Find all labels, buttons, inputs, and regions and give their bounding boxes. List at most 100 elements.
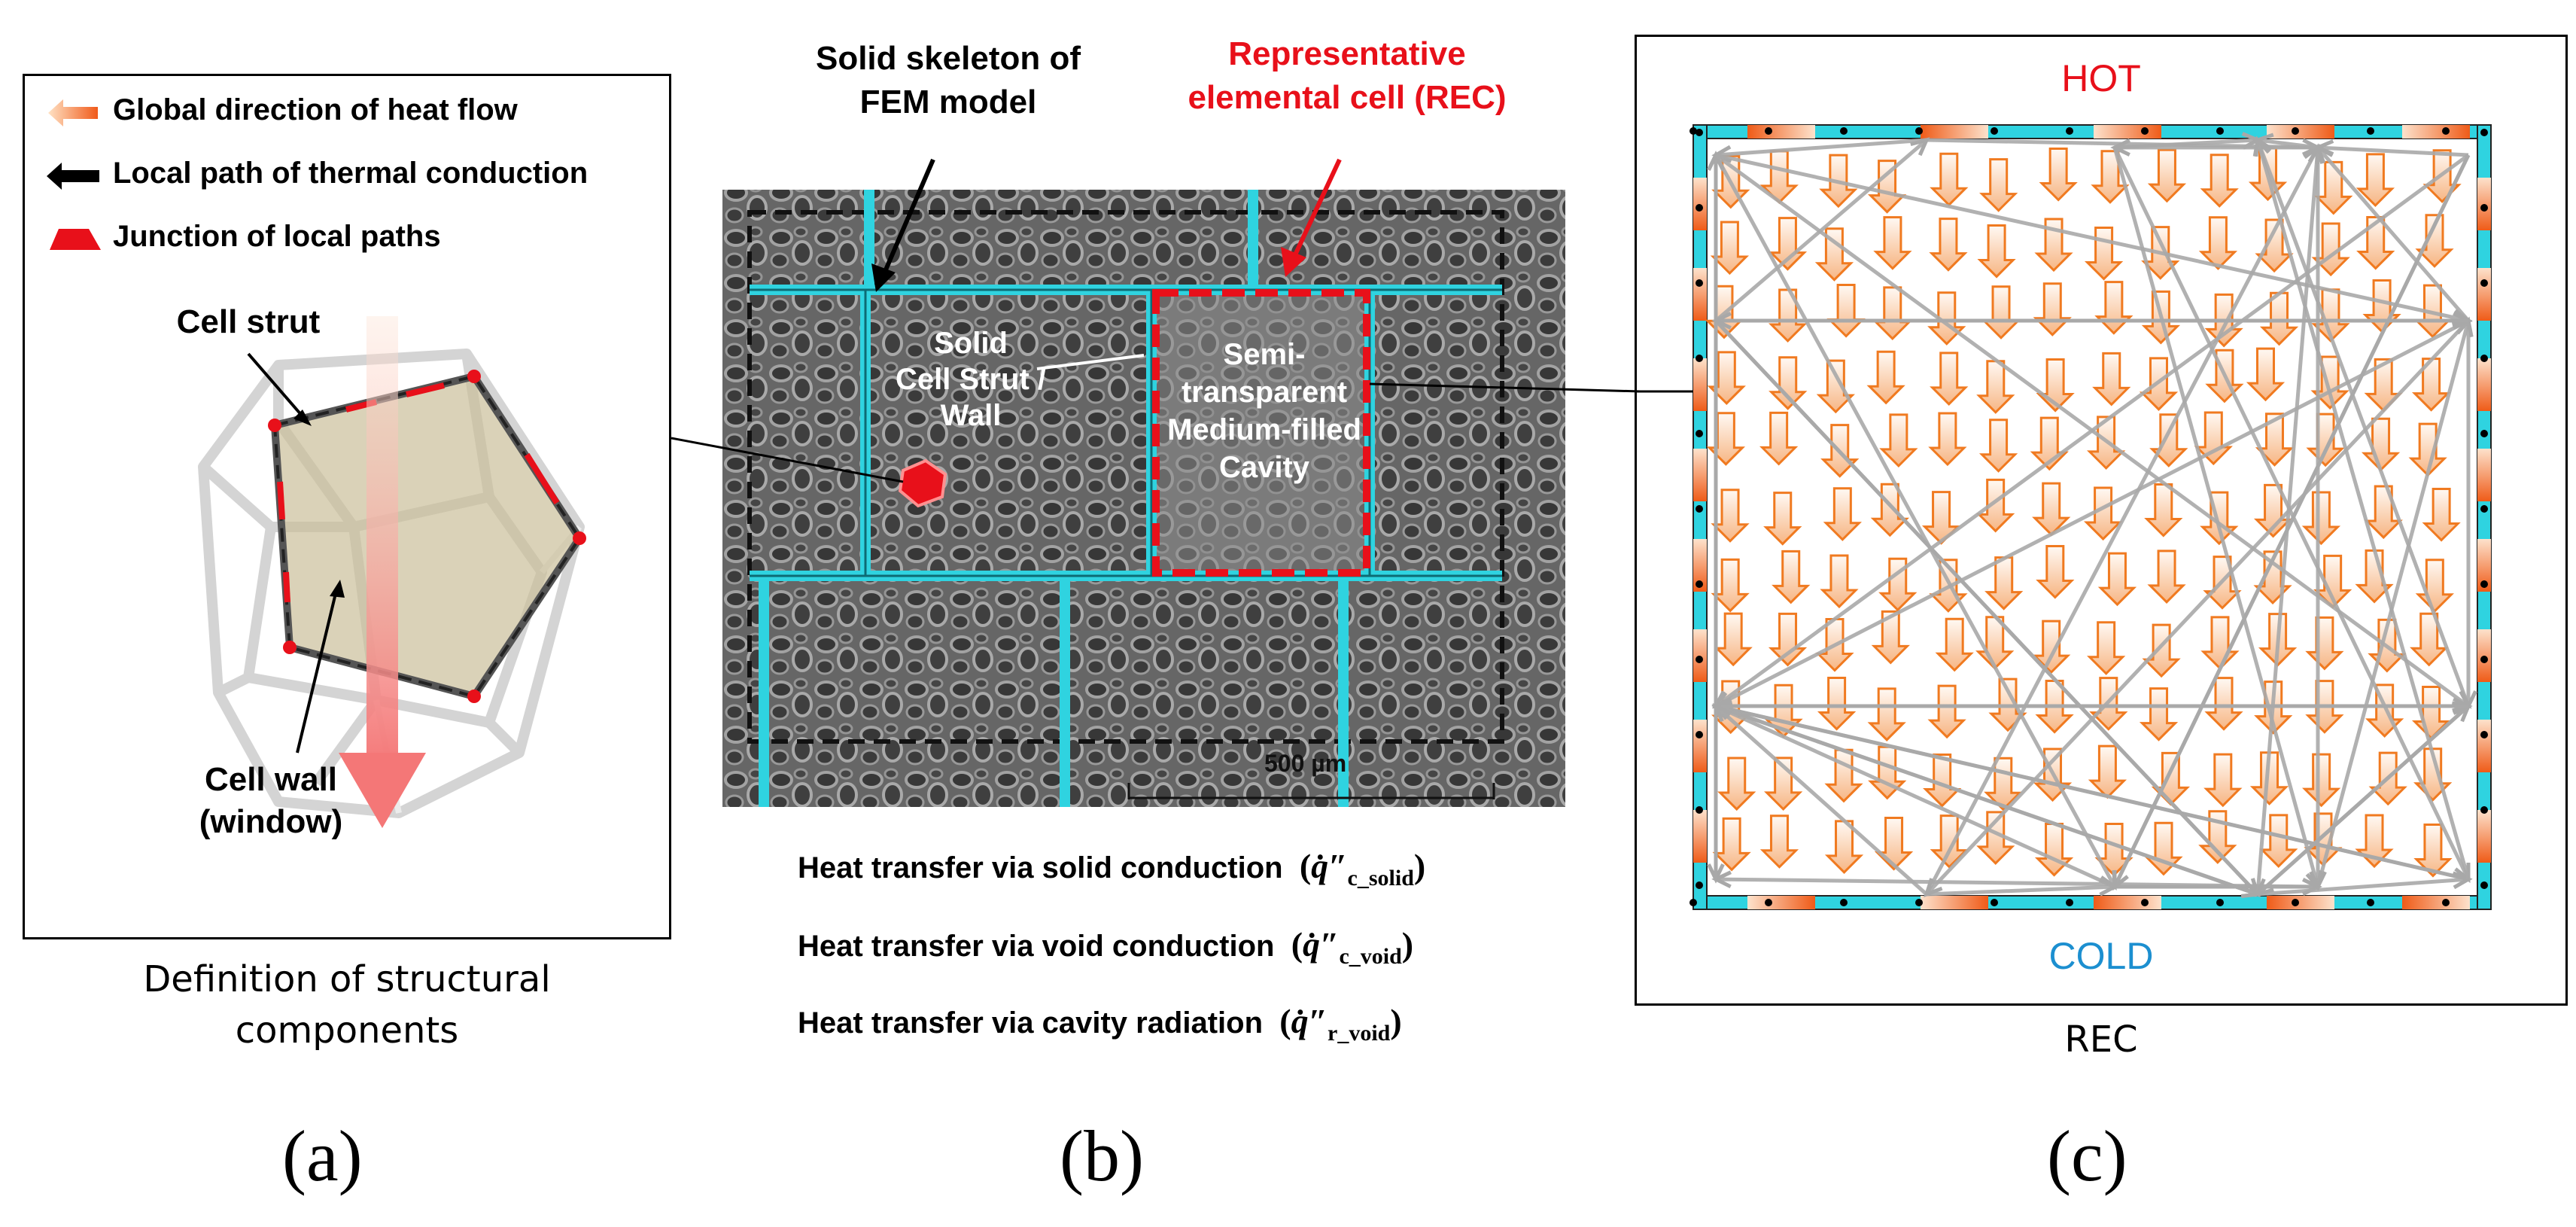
void-conduction-arrow [1824, 748, 1863, 803]
void-conduction-arrow [2246, 347, 2286, 402]
rec-node [1765, 899, 1772, 906]
void-conduction-arrow [2314, 160, 2353, 215]
radiation-arrow [2112, 154, 2471, 888]
void-conduction-arrow [1874, 817, 1914, 871]
void-conduction-arrow [2032, 482, 2071, 537]
solid-strut-line1: Solid [934, 327, 1008, 360]
void-conduction-arrow [1768, 288, 1808, 343]
radiation-arrow [1715, 153, 2469, 323]
void-conduction-arrow [1879, 413, 1918, 468]
void-conduction-arrow [1763, 492, 1802, 546]
legend-b-void-text: Heat transfer via void conduction [798, 930, 1275, 963]
rec-right-border [2477, 124, 2492, 910]
rec-node [2480, 129, 2488, 136]
radiation-arrow [2112, 147, 2320, 888]
black-arrow-icon [47, 163, 99, 190]
void-conduction-arrow [1921, 491, 1961, 545]
void-conduction-arrow [1710, 221, 1750, 276]
void-conduction-arrow [1711, 558, 1750, 613]
panel-c-art [1635, 124, 2492, 910]
panel-letter-c: (c) [2047, 1116, 2127, 1196]
cold-label: COLD [2048, 935, 2154, 977]
rec-node [1991, 899, 1998, 906]
void-conduction-arrow [1759, 411, 1799, 466]
rec-outline [1152, 289, 1370, 577]
rec-node [1696, 355, 1703, 362]
rec-node [2480, 505, 2488, 513]
void-conduction-arrow [2087, 621, 2126, 675]
void-conduction-arrow [1976, 811, 2015, 865]
void-conduction-arrow [2249, 751, 2289, 805]
rec-bottom-solid-arrow [2094, 896, 2161, 909]
radiation-arrow [1714, 319, 2259, 896]
rec-node [2480, 204, 2488, 212]
void-conduction-arrow [1816, 359, 1855, 414]
orange-gradient-arrow-icon [48, 99, 98, 126]
rec-right-solid-arrow [2477, 268, 2491, 321]
rec-left-border [1692, 124, 1708, 910]
void-conduction-arrow [2088, 744, 2127, 799]
legend-b-radiation-symbol: (q̇″r_void) [1279, 1002, 1402, 1046]
solid-strut-label: Solid Cell Strut / Wall [873, 325, 1069, 434]
rec-bottom-solid-arrow [2402, 896, 2470, 909]
void-conduction-arrow [2200, 491, 2239, 546]
solid-strut-line3: Wall [940, 399, 1002, 432]
cell-wall-label-line2: (window) [199, 803, 343, 840]
radiation-arrowhead [2254, 878, 2274, 897]
void-conduction-arrow [2413, 824, 2453, 878]
rec-top-solid-arrow [1747, 125, 1815, 139]
void-conduction-arrow [2203, 753, 2243, 808]
void-conduction-arrow [2147, 148, 2187, 203]
rec-node [2480, 656, 2488, 663]
void-conduction-arrow [1928, 412, 1967, 467]
legend-b-item-solid: Heat transfer via solid conduction (q̇″c… [798, 846, 1425, 891]
rec-node [2480, 279, 2488, 287]
panel-a-frame [23, 74, 671, 939]
caption-a-line2: components [235, 1009, 459, 1052]
void-conduction-arrow [1977, 224, 2016, 279]
heat-flow-arrow [339, 316, 426, 828]
rec-right-solid-arrow [2477, 720, 2491, 772]
void-conduction-arrow [1935, 617, 1974, 672]
rec-node [1696, 129, 1703, 136]
void-conduction-arrow [1826, 283, 1866, 338]
void-conduction-arrow [2410, 612, 2449, 667]
void-conduction-arrow [1814, 227, 1854, 282]
void-conduction-arrow [1866, 350, 1905, 405]
rec-left-solid-arrow [1693, 358, 1707, 411]
radiation-arrow [2257, 877, 2469, 897]
void-conduction-arrow [2139, 687, 2179, 741]
rec-right-solid-arrow [2477, 810, 2491, 863]
rec-node [1696, 656, 1703, 663]
void-conduction-arrow [2408, 422, 2447, 477]
void-conduction-arrow [2259, 291, 2299, 346]
void-conduction-arrow [2097, 552, 2137, 607]
rec-node [2480, 355, 2488, 362]
cell-strut-label: Cell strut [176, 303, 321, 340]
void-conduction-arrow [2415, 214, 2454, 268]
void-conduction-arrow [2411, 358, 2451, 412]
legend-b-item-void: Heat transfer via void conduction (q̇″c_… [798, 924, 1413, 970]
void-conduction-arrow [1929, 218, 1968, 272]
void-conduction-arrow [2302, 753, 2341, 808]
void-conduction-arrow [2039, 148, 2078, 202]
hot-label: HOT [2061, 57, 2141, 99]
void-conduction-arrow [2356, 153, 2395, 208]
void-conduction-arrow [2034, 218, 2073, 272]
rec-node [2216, 127, 2224, 135]
panel-letter-a: (a) [282, 1116, 363, 1196]
legend-b-item-radiation: Heat transfer via cavity radiation (q̇″r… [798, 1001, 1402, 1046]
rec-left-solid-arrow [1693, 629, 1707, 682]
legend-a-item-local-path: Local path of thermal conduction [113, 157, 588, 190]
void-conduction-arrow [1759, 814, 1799, 869]
rec-right-solid-arrow [2477, 539, 2491, 592]
void-conduction-arrow [1981, 285, 2021, 339]
rec-top-solid-arrow [2267, 125, 2334, 139]
void-conduction-arrow [1984, 556, 2024, 610]
void-conduction-arrow [1927, 684, 1966, 739]
panel-b-art [677, 158, 1641, 807]
radiation-arrow [2316, 320, 2471, 888]
rec-bottom-solid-arrow [1747, 896, 1815, 909]
void-conduction-arrow [1768, 612, 1808, 667]
void-conduction-arrow [1930, 152, 1969, 207]
